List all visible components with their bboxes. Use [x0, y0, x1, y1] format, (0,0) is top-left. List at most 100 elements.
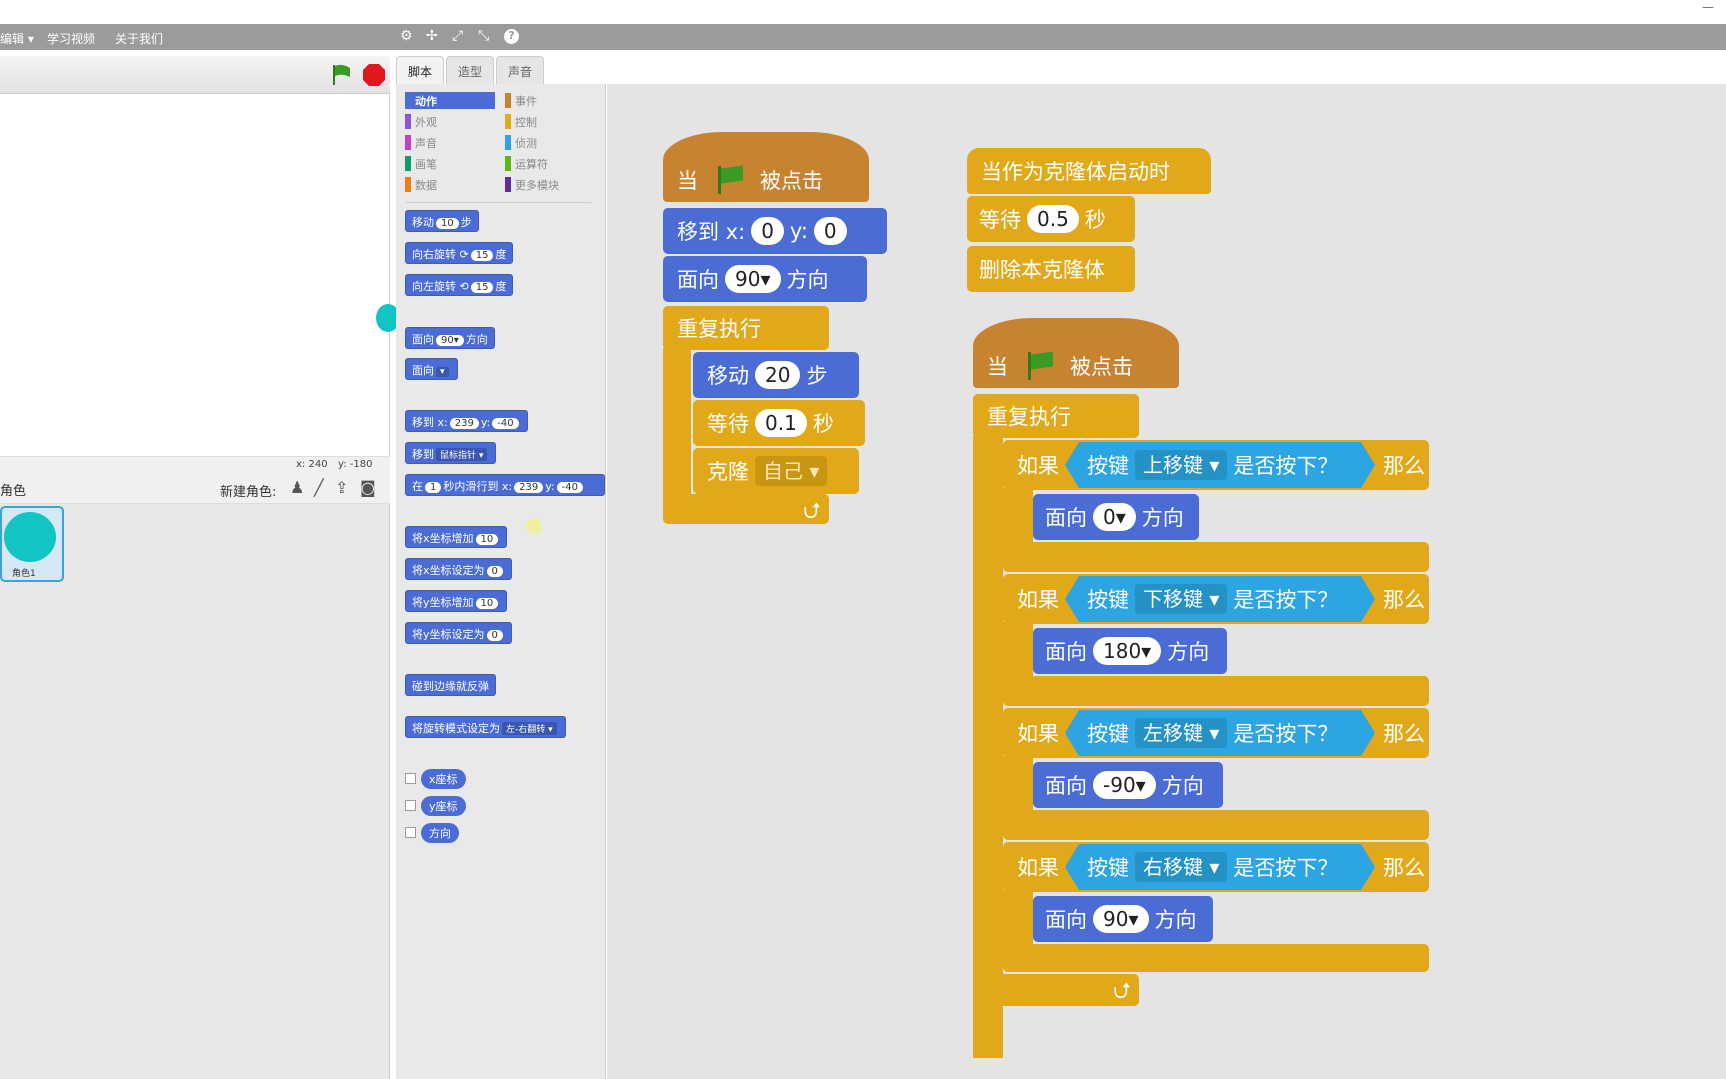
reporter-y-position[interactable]: y座标: [421, 796, 466, 816]
key-dropdown-down[interactable]: 下移键 ▾: [1135, 584, 1227, 614]
delete-tool-icon[interactable]: ✢: [426, 28, 438, 44]
editor-tabs: 脚本 造型 声音: [396, 56, 1726, 84]
when-flag-clicked-hat[interactable]: 当被点击: [663, 132, 869, 202]
coord-y: y: -180: [338, 459, 373, 470]
tab-scripts[interactable]: 脚本: [396, 56, 444, 84]
if-left-foot: [1003, 810, 1429, 840]
help-icon[interactable]: ?: [504, 29, 519, 44]
sprite-library-icon[interactable]: ♟: [290, 478, 305, 497]
duplicate-icon[interactable]: ⚙: [400, 28, 413, 44]
checkbox-direction[interactable]: [405, 827, 416, 838]
shrink-icon[interactable]: ⤡: [478, 28, 490, 44]
coord-x: x: 240: [296, 459, 328, 470]
green-flag-icon: [714, 166, 744, 194]
key-pressed-down-sensor[interactable]: 按键下移键 ▾是否按下？: [1065, 576, 1375, 622]
stage[interactable]: [0, 94, 400, 456]
paint-brush-icon[interactable]: ╱: [314, 478, 324, 497]
minimize-button[interactable]: —: [1702, 0, 1714, 14]
category-data[interactable]: 数据: [405, 176, 495, 193]
forever-block-foot: ⮍: [663, 494, 829, 524]
checkbox-y-position[interactable]: [405, 800, 416, 811]
key-dropdown-left[interactable]: 左移键 ▾: [1135, 718, 1227, 748]
key-pressed-up-sensor[interactable]: 按键上移键 ▾是否按下？: [1065, 442, 1375, 488]
camera-icon[interactable]: ◙: [360, 478, 376, 497]
loop-arrow-icon: ⮍: [803, 499, 821, 524]
menu-edit[interactable]: 编辑 ▾: [0, 32, 34, 46]
block-set-rotation-style[interactable]: 将旋转模式设定为左-右翻转 ▾: [405, 716, 566, 738]
if-left-arm: [1003, 756, 1033, 816]
tab-sounds[interactable]: 声音: [496, 56, 544, 84]
checkbox-x-position[interactable]: [405, 773, 416, 784]
if-down-key-block[interactable]: 如果 按键下移键 ▾是否按下？ 那么: [1003, 574, 1429, 624]
category-control[interactable]: 控制: [505, 113, 595, 130]
forever-block-2[interactable]: 重复执行: [973, 394, 1139, 438]
menu-about-us[interactable]: 关于我们: [115, 32, 164, 46]
category-sound[interactable]: 声音: [405, 134, 495, 151]
upload-icon[interactable]: ⇪: [335, 478, 349, 497]
sprite-name: 角色1: [12, 569, 36, 579]
category-more-blocks[interactable]: 更多模块: [505, 176, 595, 193]
if-down-foot: [1003, 676, 1429, 706]
when-start-as-clone-hat[interactable]: 当作为克隆体启动时: [967, 148, 1211, 194]
key-dropdown-up[interactable]: 上移键 ▾: [1135, 450, 1227, 480]
category-looks[interactable]: 外观: [405, 113, 495, 130]
reporter-x-position[interactable]: x座标: [421, 769, 466, 789]
category-pen[interactable]: 画笔: [405, 155, 495, 172]
reporter-direction[interactable]: 方向: [421, 823, 459, 843]
stop-icon[interactable]: [362, 63, 386, 87]
forever-block-2-arm: [973, 436, 1003, 1058]
block-goto-target[interactable]: 移到鼠标指针 ▾: [405, 442, 497, 464]
menu-bar: 编辑 ▾ 学习视频 关于我们 ⚙ ✢ ⤢ ⤡ ?: [0, 24, 1726, 50]
if-left-key-block[interactable]: 如果 按键左移键 ▾是否按下？ 那么: [1003, 708, 1429, 758]
delete-clone-block[interactable]: 删除本克隆体: [967, 246, 1135, 292]
sprite-costume-thumb: [4, 512, 56, 562]
category-operators[interactable]: 运算符: [505, 155, 595, 172]
create-clone-block[interactable]: 克隆自己 ▾: [693, 448, 859, 494]
green-flag-icon[interactable]: [330, 64, 352, 86]
when-flag-clicked-hat-2[interactable]: 当被点击: [973, 318, 1179, 388]
category-events[interactable]: 事件: [505, 92, 595, 109]
block-bounce-on-edge[interactable]: 碰到边缘就反弹: [405, 674, 496, 696]
if-up-key-block[interactable]: 如果 按键上移键 ▾是否按下？ 那么: [1003, 440, 1429, 490]
menu-tutorial-videos[interactable]: 学习视频: [47, 32, 96, 46]
category-sensing[interactable]: 侦测: [505, 134, 595, 151]
point-left-block[interactable]: 面向-90▾方向: [1033, 762, 1223, 808]
turn-left-icon: ⟲: [459, 280, 469, 293]
key-dropdown-right[interactable]: 右移键 ▾: [1135, 852, 1227, 882]
if-right-key-block[interactable]: 如果 按键右移键 ▾是否按下？ 那么: [1003, 842, 1429, 892]
grow-icon[interactable]: ⤢: [452, 28, 464, 44]
palette-divider: [406, 202, 591, 203]
mouse-coords: x: 240 y: -180: [0, 456, 390, 474]
key-pressed-right-sensor[interactable]: 按键右移键 ▾是否按下？: [1065, 844, 1375, 890]
sprites-label: 角色: [0, 484, 27, 499]
tab-costumes[interactable]: 造型: [446, 56, 494, 84]
cursor-highlight: [526, 518, 542, 534]
sprite-thumbnail[interactable]: 角色1: [0, 506, 64, 582]
category-motion[interactable]: 动作: [405, 92, 495, 109]
forever-block[interactable]: 重复执行: [663, 306, 829, 350]
key-pressed-left-sensor[interactable]: 按键左移键 ▾是否按下？: [1065, 710, 1375, 756]
title-bar: —: [0, 0, 1726, 22]
if-right-arm: [1003, 890, 1033, 950]
block-point-towards[interactable]: 面向▾: [405, 358, 458, 380]
